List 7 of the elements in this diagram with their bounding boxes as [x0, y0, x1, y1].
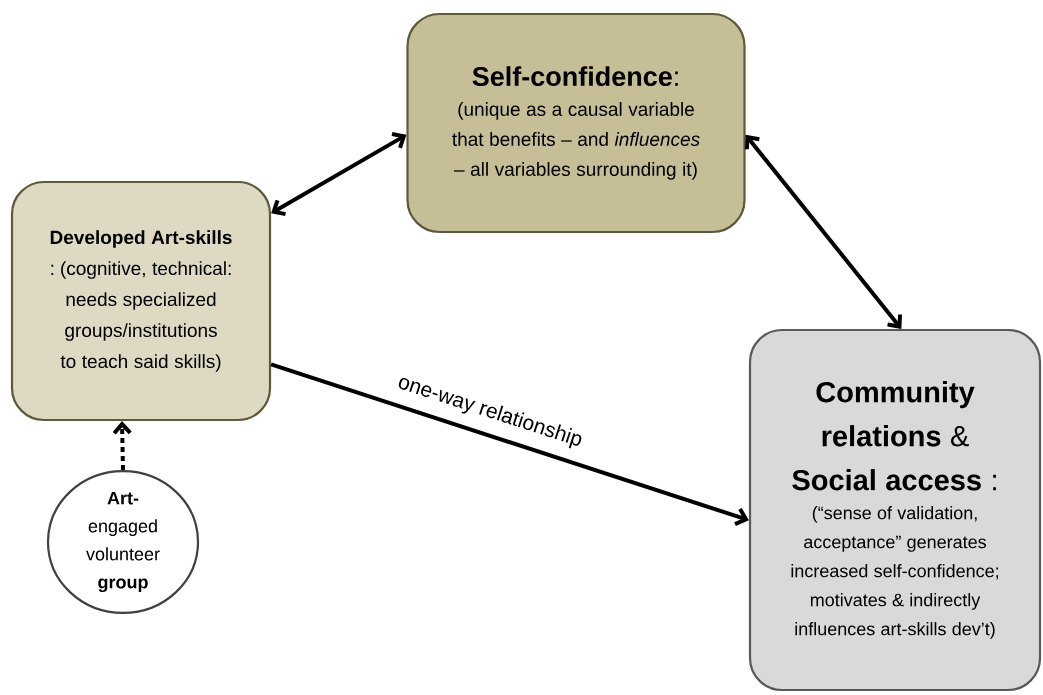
process-box: Community relations & Social access : (“sense of validation, acceptance” generates increased self-confidence; motivates & indirectly influences art-skills dev’t): [748, 328, 1042, 692]
process-box: Developed Art-skills : (cognitive, technical: needs specialized groups/institutions to teach said skills): [10, 180, 272, 422]
arrow: [744, 134, 903, 329]
arrow: [270, 362, 749, 526]
process-box: Self-confidence: (unique as a causal variable that benefits – and influences – all variables surrounding it): [406, 12, 746, 234]
arrow: [112, 421, 132, 471]
arrow: [271, 132, 407, 217]
